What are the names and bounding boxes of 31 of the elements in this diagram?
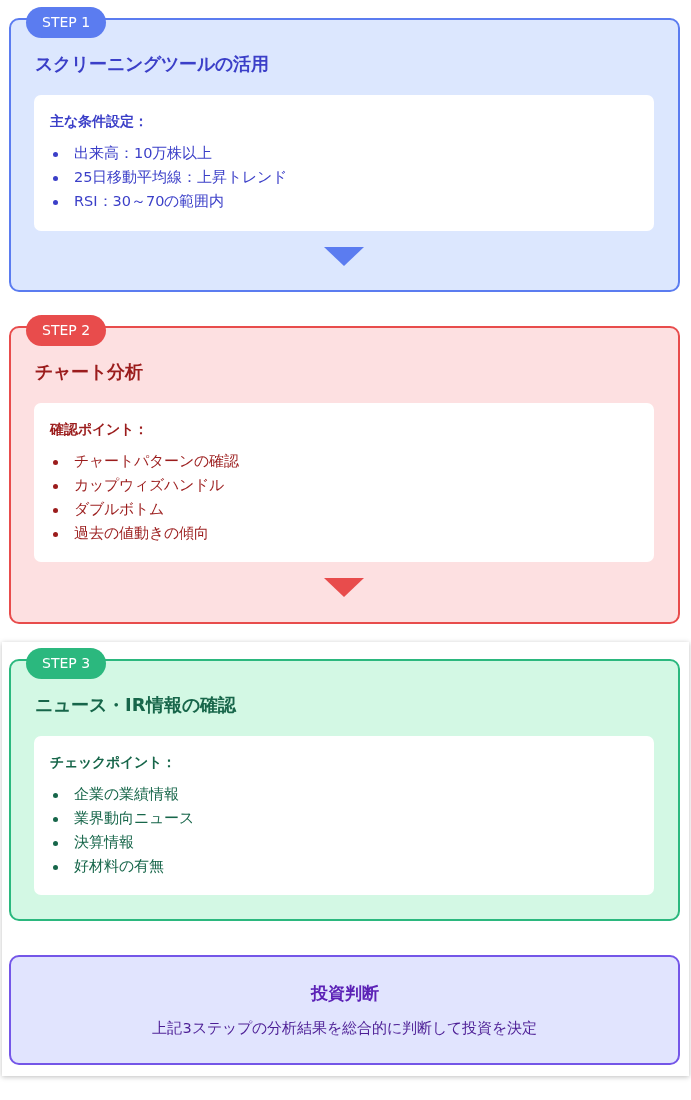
list-item: 出来高：10万株以上 [74, 144, 213, 163]
result-title: 投資判断 [309, 982, 380, 1005]
checklist-card [34, 736, 654, 895]
list-item: RSI：30～70の範囲内 [74, 192, 225, 211]
checklist-card [34, 403, 654, 562]
list-item: 企業の業績情報 [74, 785, 179, 804]
list-item: 過去の値動きの傾向 [74, 524, 209, 543]
checklist-card [34, 95, 654, 231]
list-item: ダブルボトム [74, 500, 164, 519]
list-item: 25日移動平均線：上昇トレンド [74, 168, 288, 187]
down-arrow [324, 578, 364, 597]
result-box [9, 955, 680, 1065]
list-item: カップウィズハンドル [74, 476, 224, 495]
down-arrow [324, 247, 364, 266]
list-item: チャートパターンの確認 [74, 452, 239, 471]
step-heading: ニュース・IR情報の確認 [35, 693, 236, 717]
step-panel [9, 659, 680, 921]
step-heading: チャート分析 [35, 360, 143, 384]
list-item: 決算情報 [74, 833, 134, 852]
step-panel [9, 18, 680, 292]
list-heading: 主な条件設定： [50, 113, 148, 131]
step-badge: STEP 1 [26, 7, 107, 38]
list-item: 業界動向ニュース [74, 809, 194, 828]
step-panel [9, 326, 680, 624]
step-badge: STEP 3 [26, 648, 107, 679]
list-heading: チェックポイント： [50, 754, 176, 772]
step-heading: スクリーニングツールの活用 [35, 52, 269, 76]
result-description: 上記3ステップの分析結果を総合的に判断して投資を決定 [151, 1019, 538, 1038]
list-heading: 確認ポイント： [50, 421, 148, 439]
step-badge: STEP 2 [26, 315, 107, 346]
list-item: 好材料の有無 [74, 857, 164, 876]
